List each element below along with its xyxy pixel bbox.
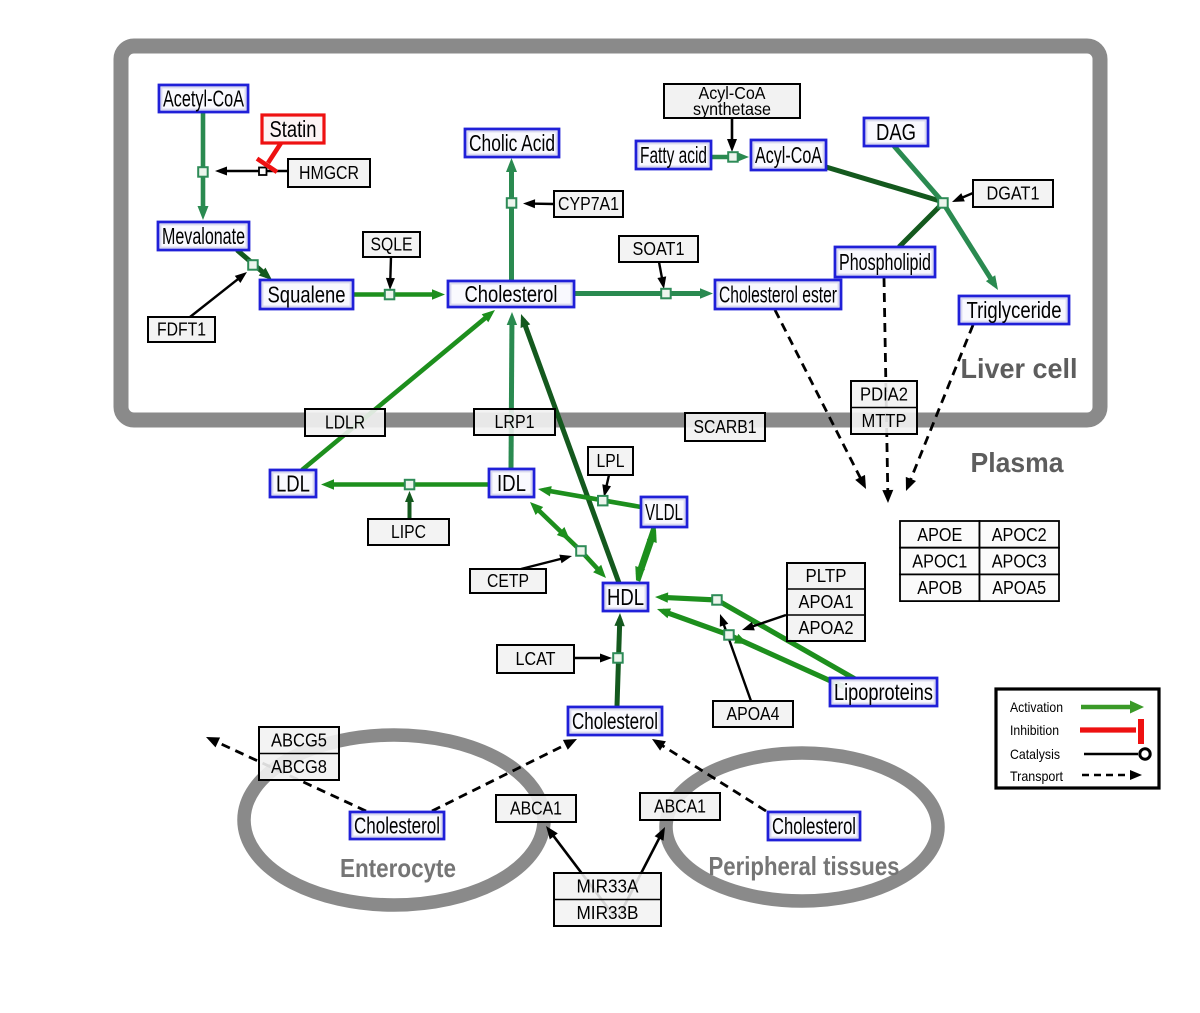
svg-text:LIPC: LIPC bbox=[391, 522, 426, 542]
svg-text:ABCG8: ABCG8 bbox=[271, 757, 327, 777]
svg-text:PDIA2: PDIA2 bbox=[860, 384, 908, 404]
svg-text:LCAT: LCAT bbox=[516, 649, 556, 669]
svg-text:Cholesterol: Cholesterol bbox=[354, 812, 440, 838]
svg-text:Plasma: Plasma bbox=[971, 447, 1064, 478]
svg-text:APOB: APOB bbox=[917, 577, 962, 598]
svg-text:Squalene: Squalene bbox=[268, 281, 346, 307]
svg-text:SQLE: SQLE bbox=[371, 235, 413, 255]
svg-text:LPL: LPL bbox=[597, 451, 625, 471]
svg-text:Cholesterol ester: Cholesterol ester bbox=[719, 281, 837, 307]
svg-text:FDFT1: FDFT1 bbox=[157, 320, 206, 340]
svg-text:Cholesterol: Cholesterol bbox=[772, 813, 856, 839]
svg-text:SCARB1: SCARB1 bbox=[694, 417, 757, 437]
svg-text:Enterocyte: Enterocyte bbox=[340, 853, 456, 883]
svg-text:Statin: Statin bbox=[270, 116, 317, 142]
svg-text:APOC2: APOC2 bbox=[992, 524, 1047, 545]
svg-text:APOE: APOE bbox=[917, 524, 962, 545]
svg-text:LDLR: LDLR bbox=[325, 413, 365, 433]
svg-text:synthetase: synthetase bbox=[693, 99, 771, 119]
svg-text:Cholesterol: Cholesterol bbox=[572, 708, 658, 734]
svg-text:Transport: Transport bbox=[1010, 768, 1063, 784]
svg-text:APOA2: APOA2 bbox=[799, 618, 854, 638]
svg-text:HMGCR: HMGCR bbox=[299, 163, 359, 183]
svg-text:Triglyceride: Triglyceride bbox=[967, 297, 1062, 323]
svg-text:Cholesterol: Cholesterol bbox=[465, 281, 558, 307]
svg-text:Catalysis: Catalysis bbox=[1010, 746, 1060, 762]
svg-text:HDL: HDL bbox=[607, 584, 644, 610]
svg-text:ABCA1: ABCA1 bbox=[510, 799, 562, 819]
svg-text:LDL: LDL bbox=[276, 470, 310, 496]
svg-text:Phospholipid: Phospholipid bbox=[839, 249, 931, 275]
svg-text:Cholic Acid: Cholic Acid bbox=[469, 130, 555, 156]
svg-text:Activation: Activation bbox=[1010, 699, 1063, 715]
svg-text:APOA4: APOA4 bbox=[727, 704, 780, 724]
svg-text:Peripheral tissues: Peripheral tissues bbox=[709, 851, 900, 881]
svg-text:CETP: CETP bbox=[487, 571, 529, 591]
svg-text:APOA1: APOA1 bbox=[799, 592, 854, 612]
svg-text:MTTP: MTTP bbox=[862, 411, 907, 431]
svg-text:Inhibition: Inhibition bbox=[1010, 722, 1059, 738]
svg-text:VLDL: VLDL bbox=[645, 499, 683, 525]
svg-text:ABCG5: ABCG5 bbox=[271, 730, 327, 750]
svg-text:Acetyl-CoA: Acetyl-CoA bbox=[163, 85, 244, 111]
svg-text:SOAT1: SOAT1 bbox=[633, 239, 685, 259]
svg-text:MIR33A: MIR33A bbox=[577, 876, 639, 896]
svg-text:Lipoproteins: Lipoproteins bbox=[834, 679, 933, 705]
svg-text:CYP7A1: CYP7A1 bbox=[558, 194, 619, 214]
svg-text:APOC3: APOC3 bbox=[992, 551, 1047, 572]
svg-text:ABCA1: ABCA1 bbox=[654, 797, 706, 817]
svg-text:APOA5: APOA5 bbox=[992, 577, 1046, 598]
svg-text:DGAT1: DGAT1 bbox=[987, 184, 1040, 204]
svg-text:LRP1: LRP1 bbox=[495, 412, 535, 432]
svg-text:Liver cell: Liver cell bbox=[961, 353, 1078, 384]
svg-text:DAG: DAG bbox=[876, 119, 916, 145]
svg-text:Mevalonate: Mevalonate bbox=[162, 223, 245, 249]
svg-text:Acyl-CoA: Acyl-CoA bbox=[755, 142, 822, 168]
svg-text:APOC1: APOC1 bbox=[912, 551, 967, 572]
svg-text:IDL: IDL bbox=[497, 470, 526, 496]
svg-text:Acyl-CoA: Acyl-CoA bbox=[699, 83, 766, 103]
svg-text:MIR33B: MIR33B bbox=[577, 903, 639, 923]
svg-text:PLTP: PLTP bbox=[806, 566, 847, 586]
svg-text:Fatty acid: Fatty acid bbox=[640, 142, 707, 168]
